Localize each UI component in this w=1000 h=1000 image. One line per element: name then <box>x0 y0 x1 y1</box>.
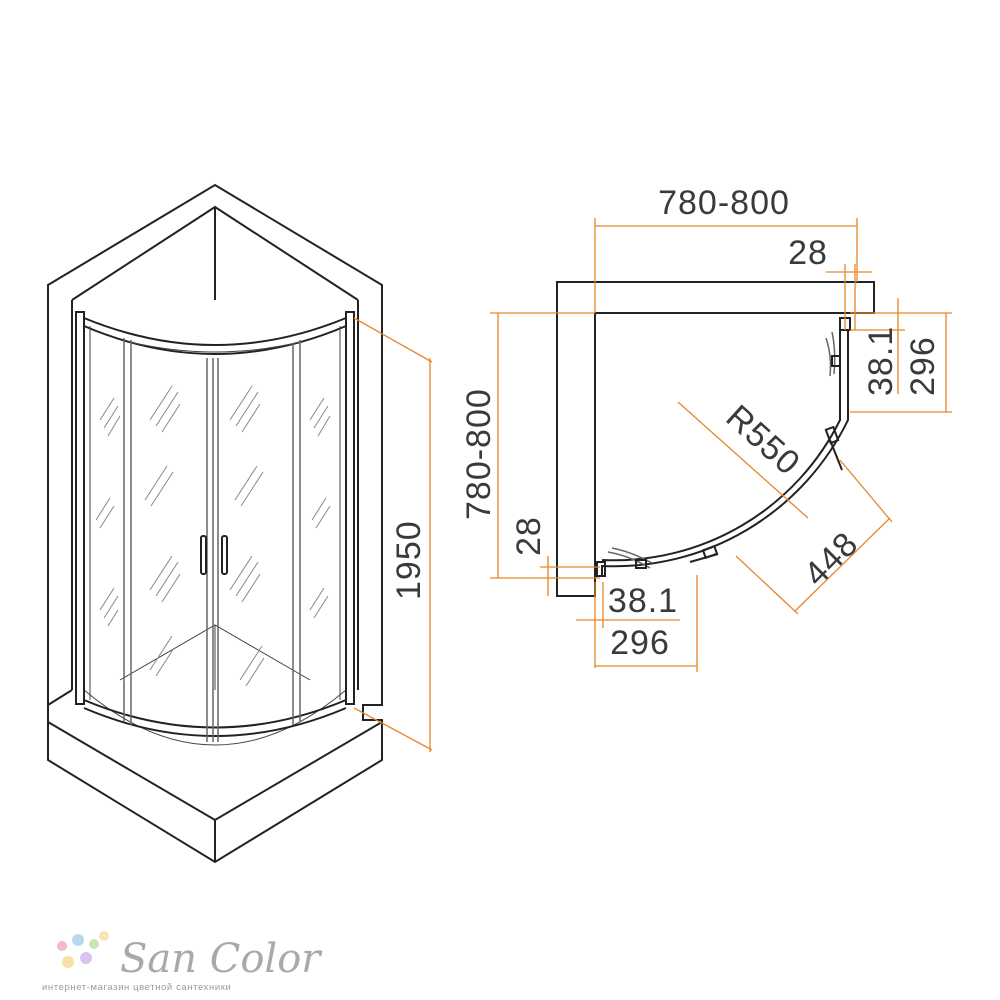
brand-name: San Color <box>120 936 323 982</box>
top-wall-thickness-label: 28 <box>788 234 828 272</box>
logo-dot <box>89 939 99 949</box>
brand-tagline: интернет-магазин цветной сантехники <box>42 982 231 993</box>
logo-dot <box>62 956 74 968</box>
brand-logo: San Color интернет-магазин цветной санте… <box>42 931 323 993</box>
bottom-edge-label: 38.1 <box>608 582 678 620</box>
left-wall-thickness-label: 28 <box>510 516 548 556</box>
right-edge-label: 38.1 <box>862 326 900 396</box>
right-panel-label: 296 <box>904 336 942 396</box>
isometric-view: 1950 <box>47 183 433 864</box>
bottom-panel-label: 296 <box>610 624 670 662</box>
glass-reflection-marks <box>95 385 331 687</box>
top-width-label: 780-800 <box>658 184 790 222</box>
logo-dot <box>80 952 92 964</box>
logo-dot <box>57 941 67 951</box>
plan-view: 780-800 28 780-800 28 38.1 296 38.1 <box>460 184 952 672</box>
logo-dot <box>99 931 109 941</box>
height-dimension-label: 1950 <box>390 520 428 600</box>
logo-dot <box>72 934 84 946</box>
logo-dots <box>57 931 109 968</box>
diagonal-label: 448 <box>797 525 866 594</box>
radius-label: R550 <box>719 398 808 483</box>
left-width-label: 780-800 <box>460 388 498 520</box>
